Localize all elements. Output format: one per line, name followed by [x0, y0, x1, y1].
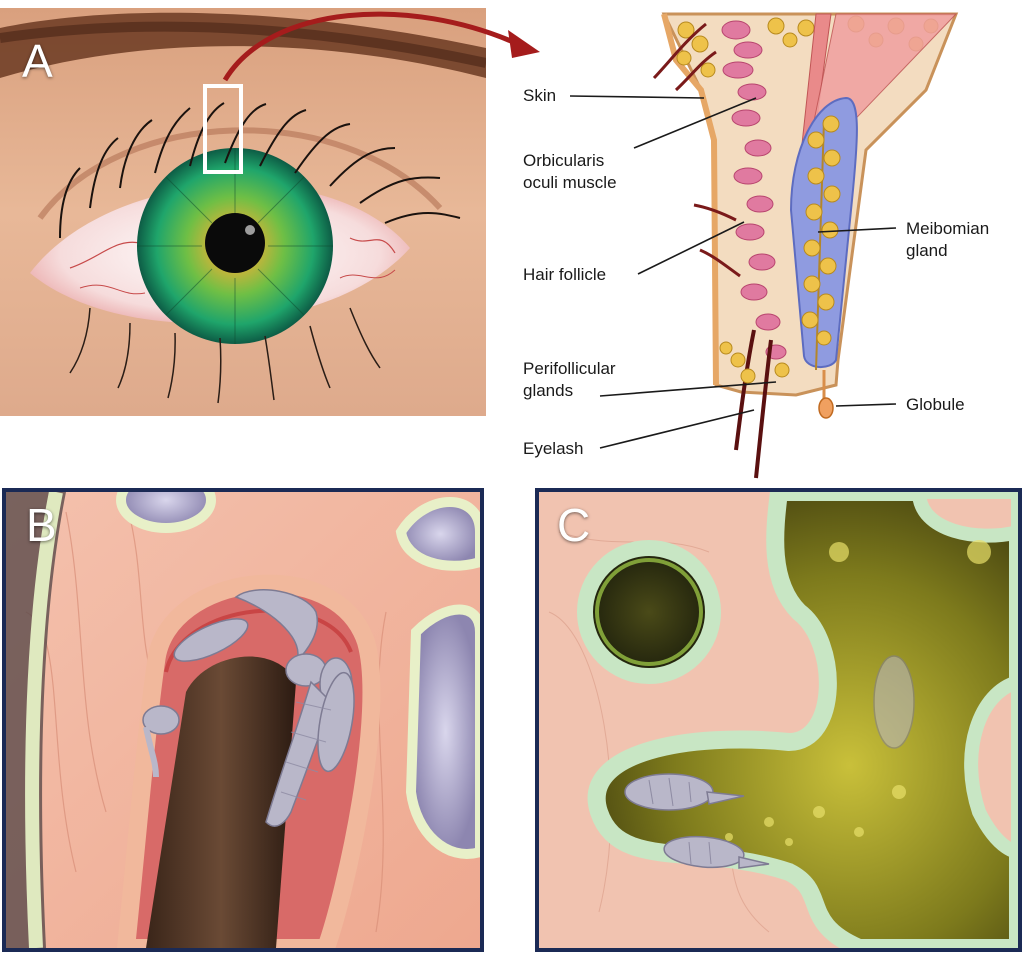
label-eyelash: Eyelash [523, 439, 584, 458]
arrow-head-icon [508, 30, 540, 58]
panel-letter-a: A [22, 35, 53, 87]
highlight-box [203, 84, 243, 174]
eyelid-anatomy-illustration [569, 12, 959, 479]
label-globule: Globule [906, 395, 965, 414]
globule-drop [818, 397, 834, 419]
panel-letter-b: B [26, 499, 57, 551]
follicle-mites-illustration [6, 492, 480, 948]
eye-illustration [0, 8, 486, 416]
eyelid-cross-section-diagram: Skin Orbicularis oculi muscle Hair folli… [486, 0, 1024, 488]
label-hair-follicle: Hair follicle [523, 265, 607, 284]
eyelash-shaft [734, 329, 756, 451]
panel-a-eye-photo: A [0, 8, 486, 416]
panel-b-follicle-mites: B [2, 488, 484, 952]
leader-lines [569, 95, 897, 449]
label-perifollicular-glands: Perifollicular glands [523, 359, 616, 400]
zoom-arrow [222, 11, 540, 82]
label-meibomian-gland: Meibomian gland [906, 219, 990, 260]
label-orbicularis-oculi-muscle: Orbicularis oculi muscle [523, 151, 617, 192]
label-skin: Skin [523, 86, 557, 105]
gland-mites-illustration [539, 492, 1018, 948]
panel-c-gland-mites: C [535, 488, 1022, 952]
panel-letter-c: C [557, 499, 591, 551]
